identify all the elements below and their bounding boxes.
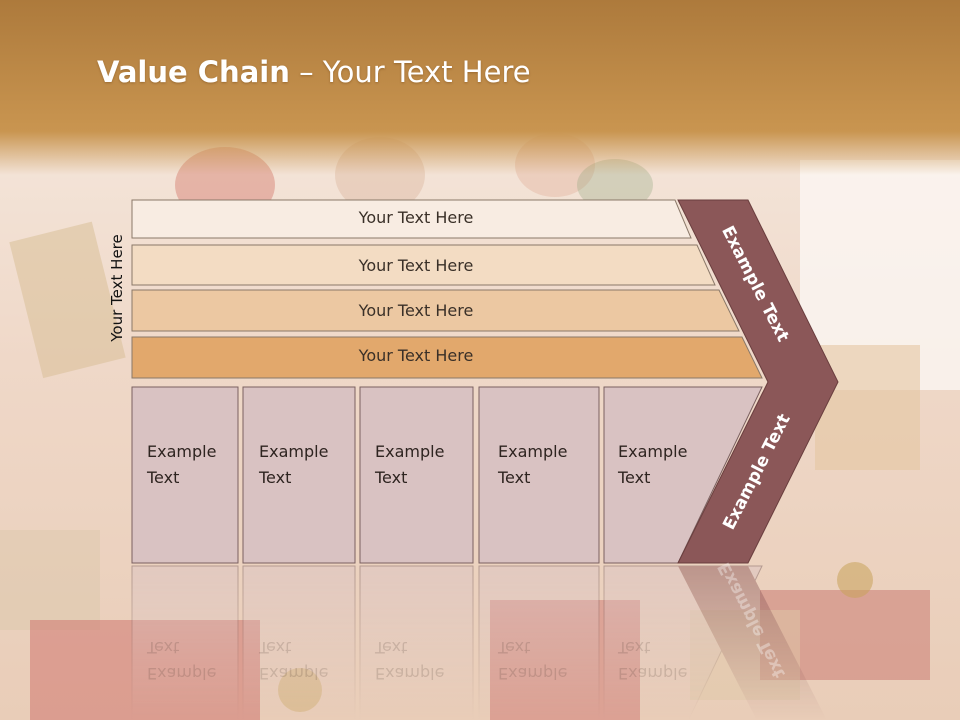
box-reflection-2: Example Text bbox=[259, 634, 328, 686]
chain-box-3 bbox=[359, 386, 474, 564]
band-label-2: Your Text Here bbox=[358, 256, 474, 275]
box-reflection-3: Example Text bbox=[375, 634, 444, 686]
band-label-4: Your Text Here bbox=[358, 346, 474, 365]
chain-band-3 bbox=[131, 289, 740, 332]
band-label-1: Your Text Here bbox=[358, 208, 474, 227]
reflection-group bbox=[131, 565, 827, 720]
box-reflection-5-line2: Text bbox=[618, 638, 651, 657]
side-label: Your Text Here bbox=[108, 234, 126, 342]
chain-band-2 bbox=[131, 244, 716, 286]
box-reflection-4-line1: Example bbox=[498, 664, 568, 683]
box-label-4-line1: Example bbox=[498, 442, 568, 461]
box-reflection-4: Example Text bbox=[498, 634, 567, 686]
box-reflection-5-line1: Example bbox=[618, 664, 688, 683]
box-reflection-3-line1: Example bbox=[375, 664, 445, 683]
band-label-3: Your Text Here bbox=[358, 301, 474, 320]
box-reflection-1-line2: Text bbox=[147, 638, 180, 657]
chain-band-4 bbox=[131, 336, 763, 379]
box-reflection-2-line2: Text bbox=[259, 638, 292, 657]
box-label-2-line1: Example bbox=[259, 442, 329, 461]
box-reflection-1: Example Text bbox=[147, 634, 216, 686]
title-bold: Value Chain bbox=[97, 55, 290, 89]
box-label-5-line1: Example bbox=[618, 442, 688, 461]
box-label-3-line1: Example bbox=[375, 442, 445, 461]
chevron-arrow bbox=[677, 199, 839, 564]
box-reflection-1-line1: Example bbox=[147, 664, 217, 683]
box-label-5-line2: Text bbox=[618, 468, 651, 487]
box-label-4-line2: Text bbox=[498, 468, 531, 487]
box-reflection-2-line1: Example bbox=[259, 664, 329, 683]
box-label-1-line1: Example bbox=[147, 442, 217, 461]
box-label-1-line2: Text bbox=[147, 468, 180, 487]
box-reflection-5: Example Text bbox=[618, 634, 687, 686]
slide-title: Value Chain – Your Text Here bbox=[97, 55, 531, 89]
title-rest: – Your Text Here bbox=[289, 55, 531, 89]
chain-box-2 bbox=[242, 386, 356, 564]
box-reflection-4-line2: Text bbox=[498, 638, 531, 657]
box-label-3-line2: Text bbox=[375, 468, 408, 487]
box-reflection-3-line2: Text bbox=[375, 638, 408, 657]
chain-box-1 bbox=[131, 386, 239, 564]
chain-band-1 bbox=[131, 199, 692, 239]
box-label-2-line2: Text bbox=[259, 468, 292, 487]
chain-box-4 bbox=[478, 386, 600, 564]
